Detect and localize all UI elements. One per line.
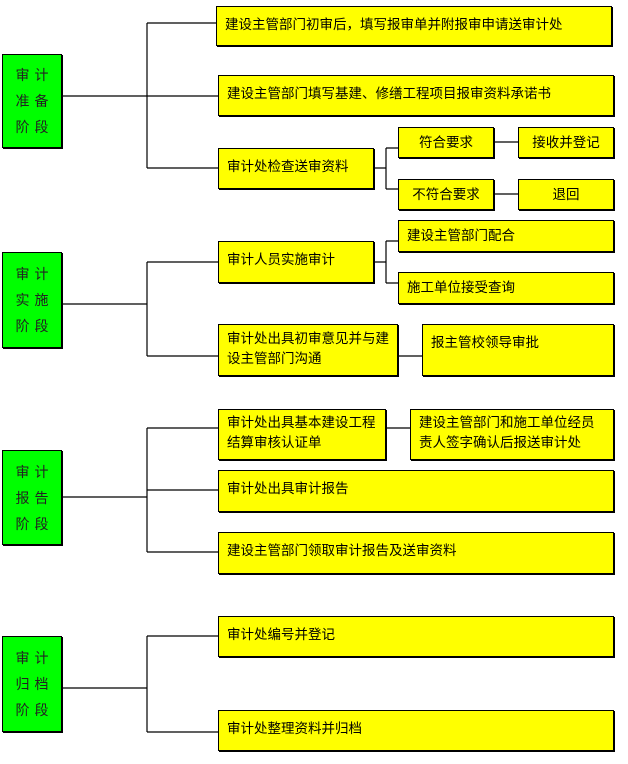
stage-char: 施	[34, 293, 49, 309]
branch-meets-requirements: 符合要求	[398, 127, 494, 158]
step-issue-report: 审计处出具审计报告	[218, 470, 614, 512]
stage-char: 段	[34, 120, 49, 136]
stage-char: 计	[34, 464, 49, 481]
step-commitment-letter: 建设主管部门填写基建、修缮工程项目报审资料承诺书	[218, 75, 614, 116]
stage-char: 阶	[15, 319, 30, 335]
stage-char: 告	[34, 490, 49, 507]
stage-char: 审	[15, 651, 30, 667]
stage-char: 段	[34, 703, 49, 719]
stage-char: 实	[15, 293, 30, 309]
stage-audit-report: 审计 报告 阶段	[2, 450, 62, 545]
stage-char: 档	[34, 677, 49, 693]
branch-return: 退回	[518, 179, 614, 210]
step-auditors-implement: 审计人员实施审计	[218, 241, 374, 283]
step-number-register: 审计处编号并登记	[218, 616, 614, 657]
branch-leader-approval: 报主管校领导审批	[422, 324, 614, 376]
stage-char: 审	[15, 267, 30, 283]
stage-char: 归	[15, 677, 30, 693]
stage-char: 段	[34, 319, 49, 335]
stage-char: 审	[15, 464, 30, 481]
branch-department-cooperate: 建设主管部门配合	[398, 220, 614, 252]
stage-audit-preparation: 审计 准备 阶段	[2, 54, 62, 148]
stage-char: 阶	[15, 120, 30, 136]
stage-char: 备	[34, 94, 49, 110]
step-settlement-certificate: 审计处出具基本建设工程结算审核认证单	[218, 409, 386, 460]
stage-char: 段	[34, 516, 49, 533]
stage-audit-archiving: 审计 归档 阶段	[2, 636, 62, 732]
stage-char: 计	[34, 68, 49, 84]
stage-audit-implementation: 审计 实施 阶段	[2, 252, 62, 348]
step-organize-archive: 审计处整理资料并归档	[218, 710, 614, 751]
stage-char: 准	[15, 94, 30, 110]
step-submit-application: 建设主管部门初审后，填写报审单并附报审申请送审计处	[216, 6, 612, 46]
stage-char: 计	[34, 267, 49, 283]
stage-char: 计	[34, 651, 49, 667]
step-check-materials: 审计处检查送审资料	[218, 148, 374, 189]
branch-sign-confirm: 建设主管部门和施工单位经员责人签字确认后报送审计处	[410, 409, 614, 460]
stage-char: 审	[15, 68, 30, 84]
step-preliminary-opinion: 审计处出具初审意见并与建设主管部门沟通	[218, 324, 398, 376]
branch-accept-register: 接收并登记	[518, 127, 614, 158]
stage-char: 阶	[15, 516, 30, 533]
stage-char: 报	[15, 490, 30, 507]
step-collect-report: 建设主管部门领取审计报告及送审资料	[218, 532, 614, 574]
branch-contractor-inquiry: 施工单位接受查询	[398, 272, 614, 304]
stage-char: 阶	[15, 703, 30, 719]
branch-not-meets-requirements: 不符合要求	[398, 179, 494, 210]
